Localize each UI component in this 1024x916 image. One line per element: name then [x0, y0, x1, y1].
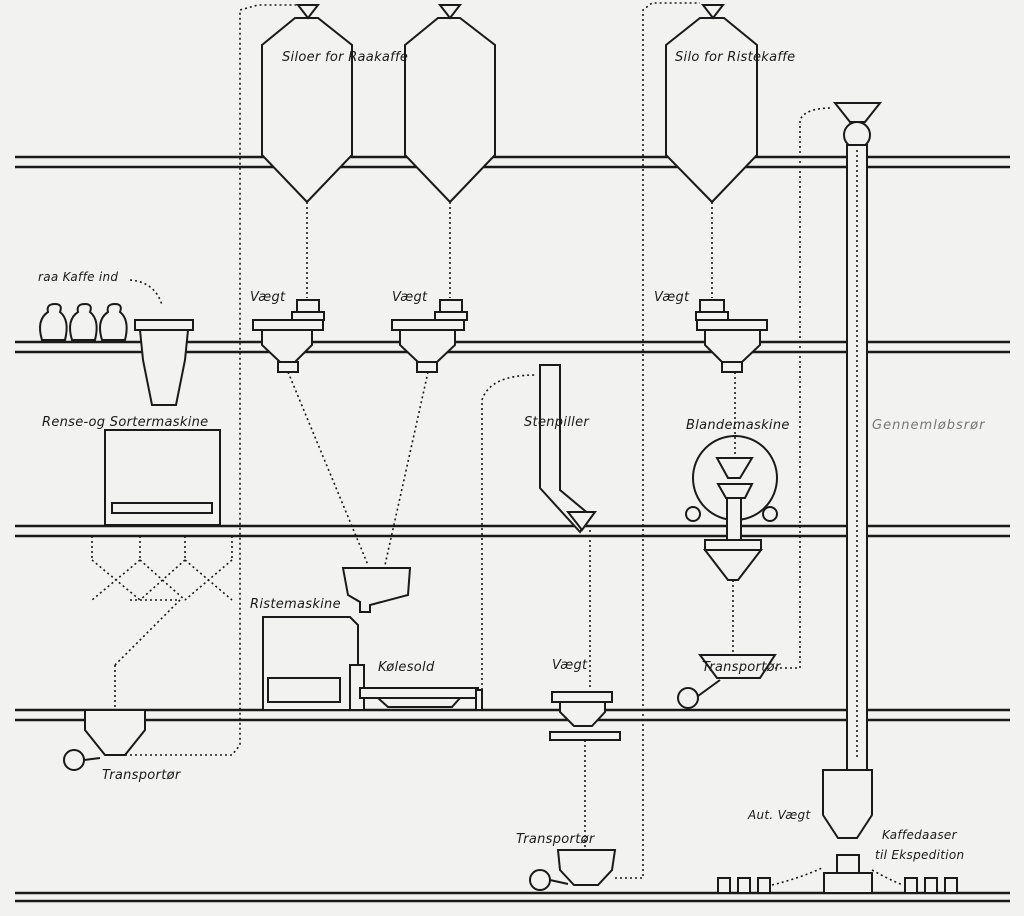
- passthrough-label: Gennemløbsrør: [872, 418, 986, 433]
- passthrough-tube: [822, 102, 883, 894]
- silo-roasted-coffee-label: Silo for Ristekaffe: [675, 50, 796, 65]
- stone-separator: [539, 364, 597, 534]
- raw-coffee-silo-2: [404, 4, 496, 204]
- scale-label-1: Vægt: [250, 290, 286, 305]
- scale-label-3: Vægt: [654, 290, 690, 305]
- raw-coffee-silo-1: [261, 4, 353, 204]
- conveyor-label-right: Transportør: [702, 660, 781, 675]
- scale-label-2: Vægt: [392, 290, 428, 305]
- auto-scale-label: Aut. Vægt: [748, 808, 811, 822]
- roasting-machine-label: Ristemaskine: [250, 597, 341, 612]
- conveyor-right: [677, 654, 777, 709]
- silo-raw-coffee-label: Siloer for Raakaffe: [282, 50, 409, 65]
- cleaning-machine: [104, 319, 221, 526]
- roasted-coffee-silo: [665, 4, 758, 204]
- scale-label-4: Vægt: [552, 658, 588, 673]
- roasting-machine: [262, 567, 412, 711]
- cooling-sieve-label: Kølesold: [378, 660, 435, 675]
- scale-unit-4: [549, 691, 621, 741]
- coffee-cans: [717, 877, 958, 894]
- conveyor-bottom: [529, 849, 617, 891]
- conveyor-label-bottom: Transportør: [516, 832, 595, 847]
- stone-separator-label: Stenpiller: [524, 415, 590, 430]
- scale-unit-1: [252, 299, 325, 373]
- material-flow-paths: [91, 2, 904, 886]
- coffee-cans-label-1: Kaffedaaser: [882, 828, 957, 842]
- coffee-sacks: [39, 302, 128, 341]
- raw-coffee-in-label: raa Kaffe ind: [38, 270, 119, 284]
- scale-unit-2: [391, 299, 468, 373]
- scale-unit-3: [695, 299, 768, 373]
- coffee-cans-label-2: til Ekspedition: [875, 848, 965, 862]
- cleaning-machine-label: Rense-og Sortermaskine: [42, 415, 209, 430]
- blending-machine: [685, 435, 778, 581]
- cooling-sieve: [359, 687, 483, 711]
- conveyor-label-left: Transportør: [102, 768, 181, 783]
- blending-machine-label: Blandemaskine: [686, 418, 790, 433]
